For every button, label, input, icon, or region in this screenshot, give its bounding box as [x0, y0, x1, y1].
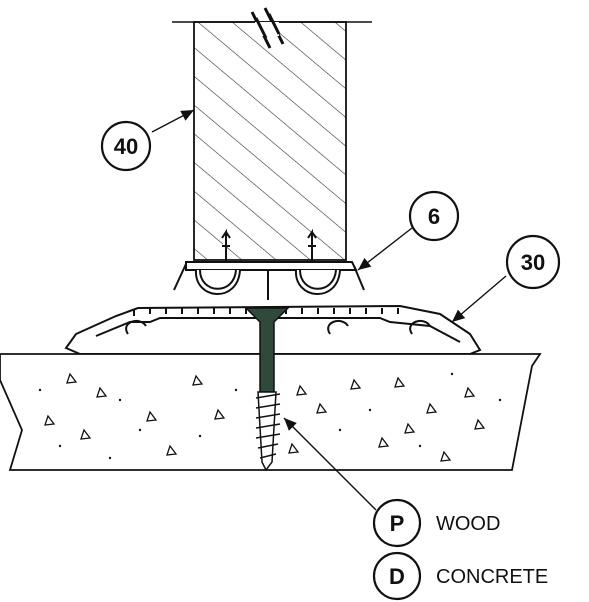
callout-40-label: 40 [114, 134, 138, 159]
legend-text-concrete: CONCRETE [436, 566, 548, 588]
leader-6 [357, 227, 413, 271]
callout-30-label: 30 [521, 250, 545, 275]
leader-30 [451, 275, 507, 323]
clip-profile [173, 228, 365, 300]
callout-30: 30 [505, 234, 561, 290]
post [193, 7, 347, 261]
screw [244, 307, 290, 472]
callout-40: 40 [100, 120, 152, 172]
callout-6: 6 [408, 190, 460, 242]
legend-text-wood: WOOD [436, 513, 500, 535]
legend-letter-wood: P [390, 511, 405, 536]
callout-6-label: 6 [428, 204, 440, 229]
legend-letter-concrete: D [389, 564, 405, 589]
legend-concrete: D CONCRETE [372, 551, 548, 601]
leader-legend [283, 417, 377, 511]
legend-wood: P WOOD [372, 498, 500, 548]
leader-40 [151, 109, 195, 133]
